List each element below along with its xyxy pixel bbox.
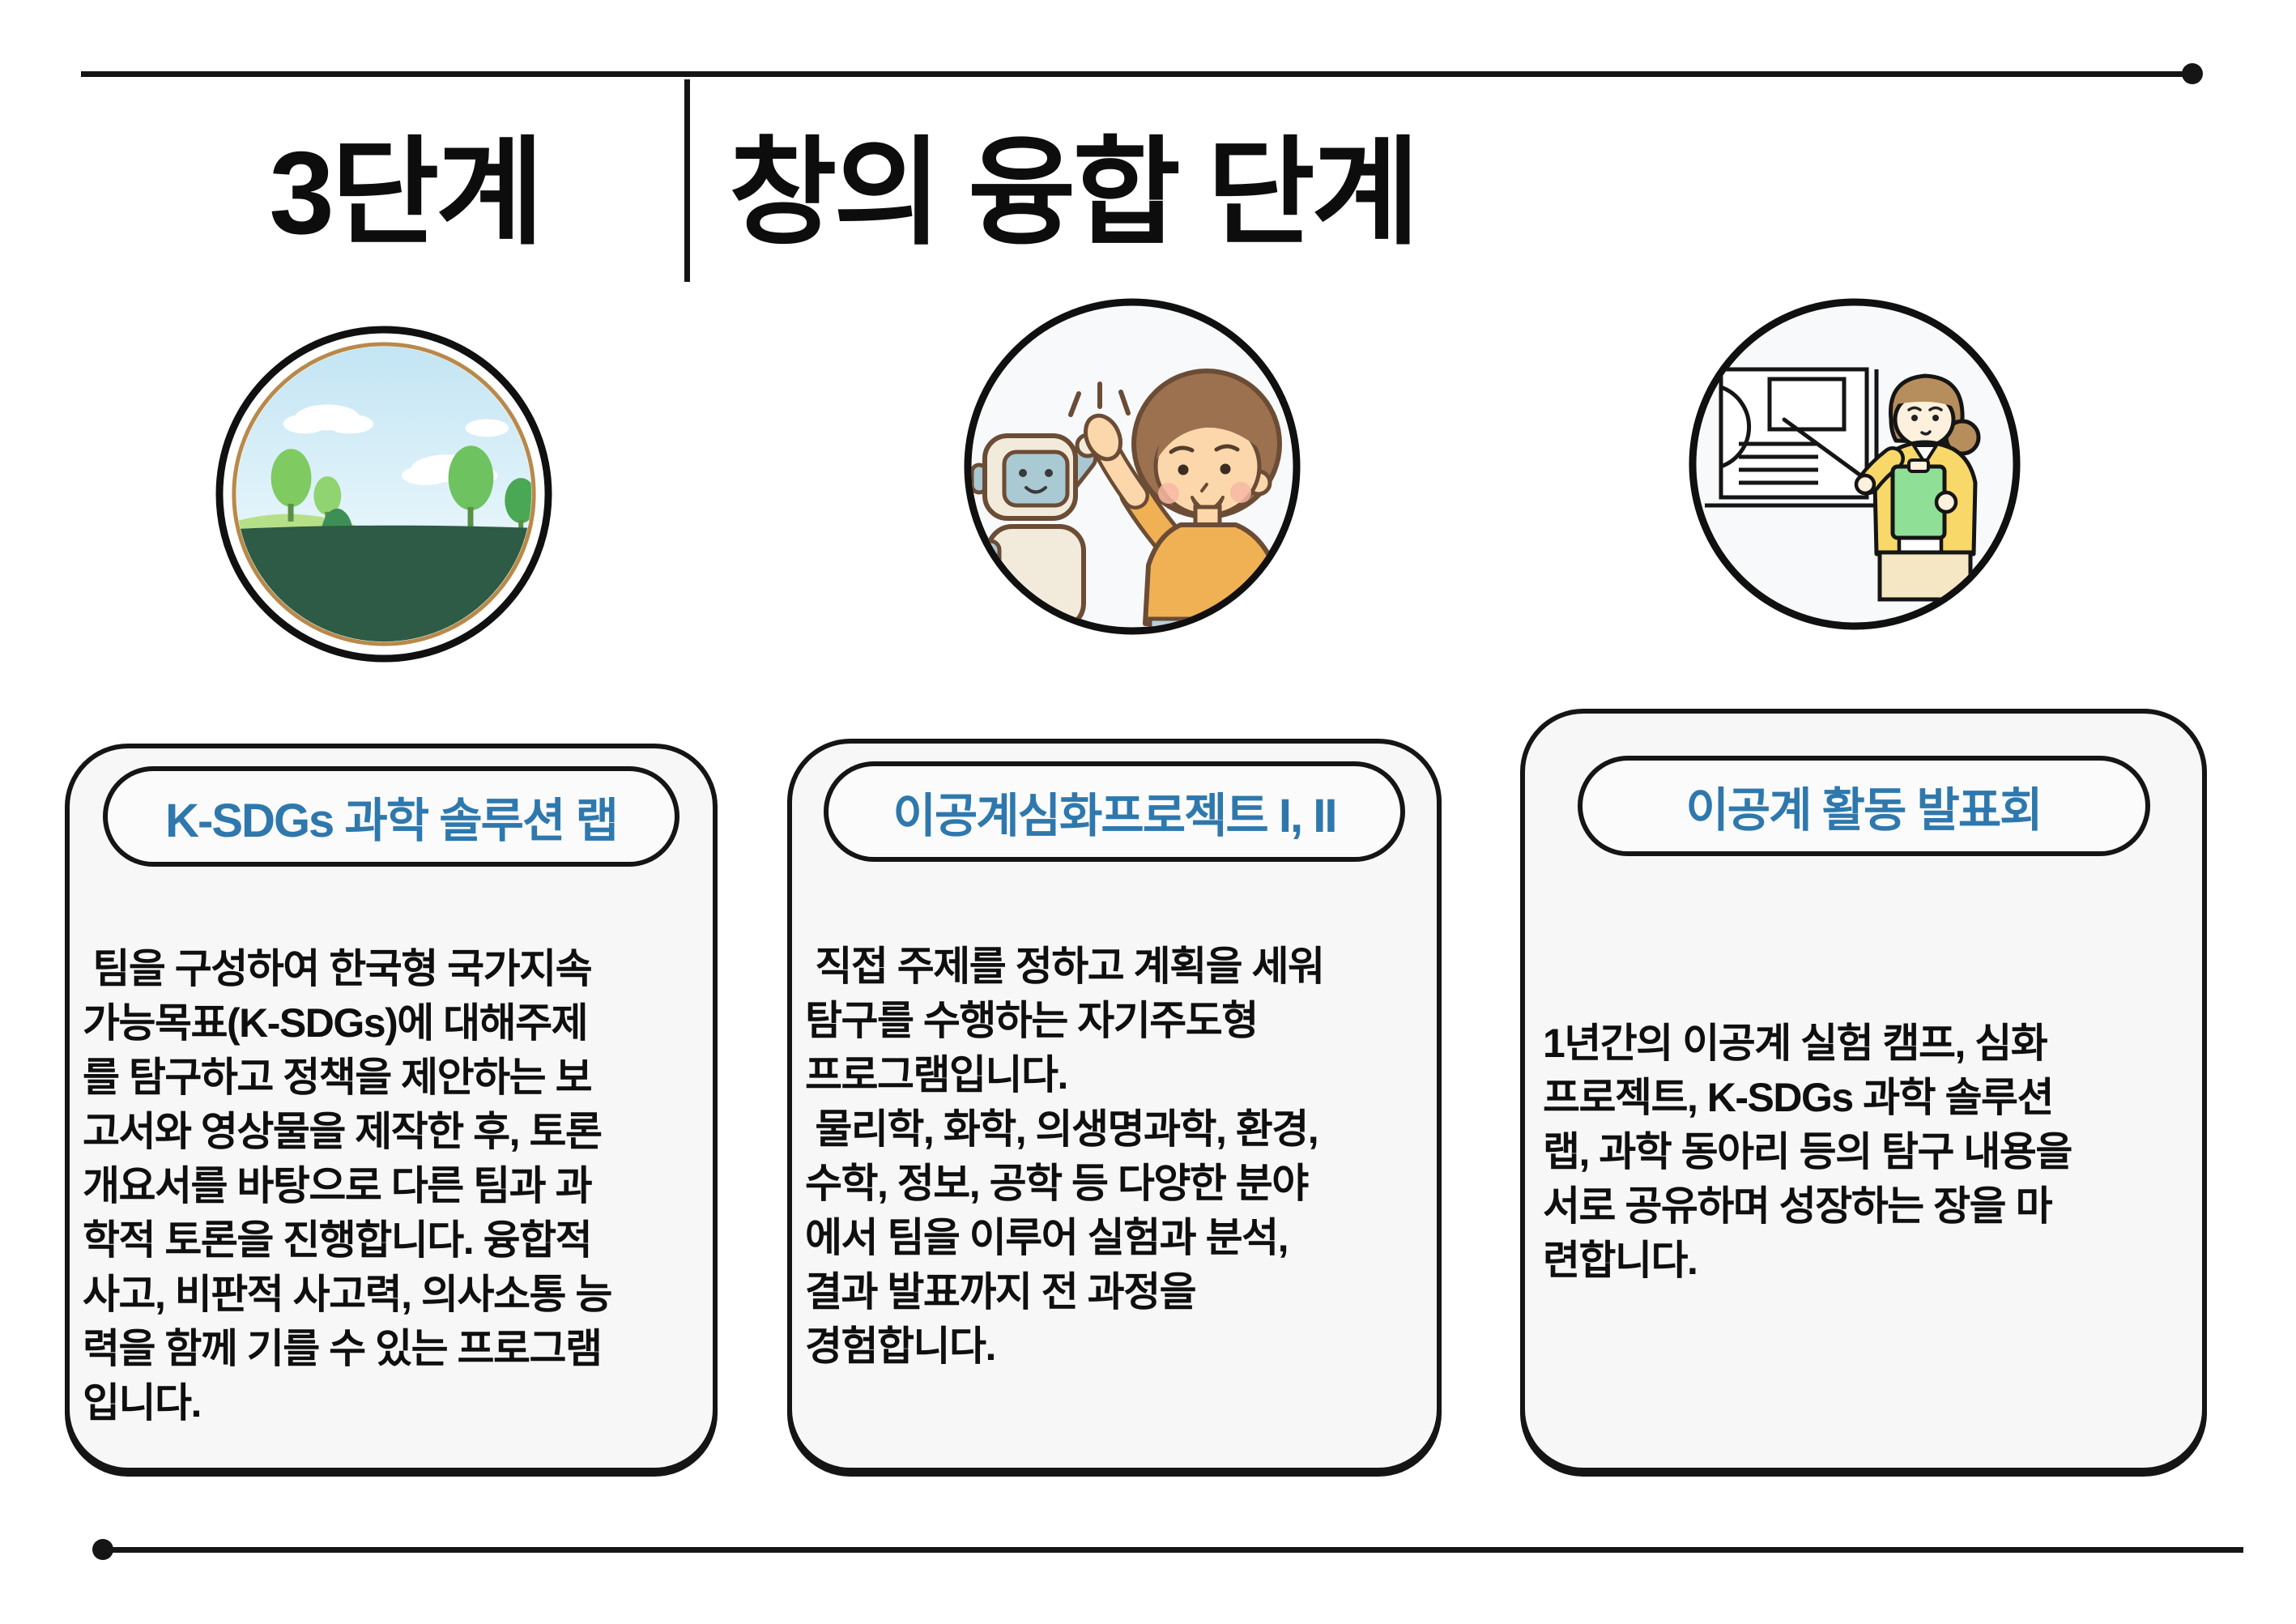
presentation-icon	[1689, 298, 2021, 630]
page-title: 창의 융합 단계	[729, 127, 1420, 258]
program-card-description: 직접 주제를 정하고 계획을 세워 탐구를 수행하는 자기주도형 프로그램입니다…	[805, 944, 1325, 1369]
program-card-title: K-SDGs 과학 솔루션 랩	[165, 795, 619, 847]
program-card-description: 팀을 구성하여 한국형 국가지속 가능목표(K-SDGs)에 대해주제 를 탐구…	[83, 946, 612, 1426]
bottom-rule	[103, 1547, 2243, 1553]
program-card-presentation: 이공계 활동 발표회 1년간의 이공계 실험 캠프, 심화 프로젝트, K-SD…	[1520, 709, 2207, 1473]
program-card-title-pill: 이공계 활동 발표회	[1577, 756, 2150, 856]
program-card-title: 이공계심화프로젝트 I, II	[892, 790, 1338, 842]
top-rule	[81, 71, 2192, 77]
header-divider	[684, 79, 690, 282]
program-card-description: 1년간의 이공계 실험 캠프, 심화 프로젝트, K-SDGs 과학 솔루션 랩…	[1543, 1021, 2072, 1283]
program-card-title: 이공계 활동 발표회	[1685, 784, 2043, 837]
program-card-title-pill: K-SDGs 과학 솔루션 랩	[103, 766, 679, 867]
robot-highfive-icon	[964, 298, 1301, 635]
stage-number-label: 3단계	[269, 127, 543, 258]
program-card-ksdgs: K-SDGs 과학 솔루션 랩 팀을 구성하여 한국형 국가지속 가능목표(K-…	[65, 744, 718, 1473]
top-rule-end-dot	[2182, 63, 2203, 84]
program-card-project: 이공계심화프로젝트 I, II 직접 주제를 정하고 계획을 세워 탐구를 수행…	[787, 739, 1442, 1473]
bottom-rule-start-dot	[92, 1539, 113, 1560]
nature-landscape-icon	[215, 325, 553, 663]
program-card-title-pill: 이공계심화프로젝트 I, II	[824, 761, 1405, 862]
